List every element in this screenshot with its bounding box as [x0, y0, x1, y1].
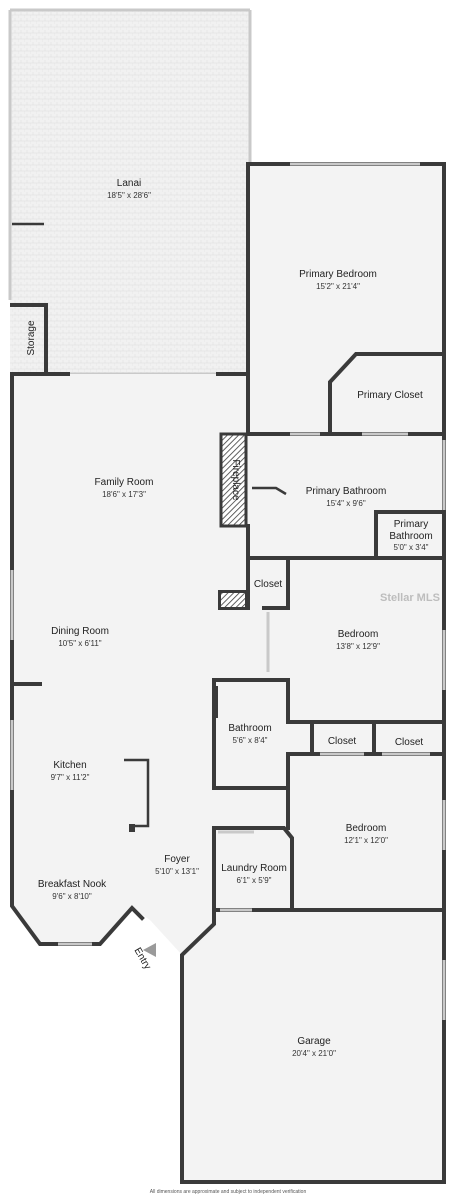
- primary-bathroom-small-name-1: Primary: [394, 519, 428, 530]
- house-floor: [12, 164, 444, 1182]
- kitchen-dim: 9'7" x 11'2": [51, 773, 90, 782]
- bedroom-1-name: Bedroom: [338, 629, 379, 640]
- interior-walls: [10, 352, 446, 912]
- storage-name: Storage: [26, 320, 37, 355]
- bathroom-name: Bathroom: [228, 723, 271, 734]
- dining-room-name: Dining Room: [51, 626, 109, 637]
- kitchen-name: Kitchen: [53, 760, 86, 771]
- lanai: [8, 8, 252, 381]
- exterior-walls: [10, 162, 446, 1184]
- entry-arrow: [143, 943, 156, 957]
- bedroom-2-name: Bedroom: [346, 823, 387, 834]
- fireplace-name: Fireplace: [230, 459, 241, 501]
- primary-bathroom-small-dim: 5'0" x 3'4": [394, 543, 429, 552]
- primary-bedroom-name: Primary Bedroom: [299, 269, 377, 280]
- closet-2-name: Closet: [328, 736, 357, 747]
- primary-bathroom-name: Primary Bathroom: [306, 486, 387, 497]
- watermark: Stellar MLS: [380, 592, 440, 604]
- garage-dim: 20'4" x 21'0": [292, 1049, 336, 1058]
- family-room-dim: 18'6" x 17'3": [102, 490, 146, 499]
- breakfast-nook-dim: 9'6" x 8'10": [52, 892, 92, 901]
- closet-3-name: Closet: [395, 737, 424, 748]
- closet-1-name: Closet: [254, 579, 283, 590]
- bedroom-1-dim: 13'8" x 12'9": [336, 642, 380, 651]
- primary-closet-name: Primary Closet: [357, 390, 423, 401]
- dining-room-dim: 10'5" x 6'11": [58, 639, 101, 648]
- laundry-room-dim: 6'1" x 5'9": [237, 876, 272, 885]
- lanai-dim: 18'5" x 28'6": [107, 191, 151, 200]
- garage-name: Garage: [297, 1036, 331, 1047]
- laundry-room-name: Laundry Room: [221, 863, 287, 874]
- bedroom-2-dim: 12'1" x 12'0": [344, 836, 388, 845]
- family-room-name: Family Room: [95, 477, 154, 488]
- bathroom-dim: 5'6" x 8'4": [233, 736, 268, 745]
- primary-bathroom-small-name-2: Bathroom: [389, 531, 432, 542]
- lanai-name: Lanai: [117, 178, 141, 189]
- primary-bathroom-dim: 15'4" x 9'6": [326, 499, 366, 508]
- breakfast-nook-name: Breakfast Nook: [38, 879, 107, 890]
- foyer-dim: 5'10" x 13'1": [155, 867, 199, 876]
- primary-bedroom-dim: 15'2" x 21'4": [316, 282, 360, 291]
- foyer-name: Foyer: [164, 854, 190, 865]
- disclaimer: All dimensions are approximate and subje…: [149, 1189, 307, 1195]
